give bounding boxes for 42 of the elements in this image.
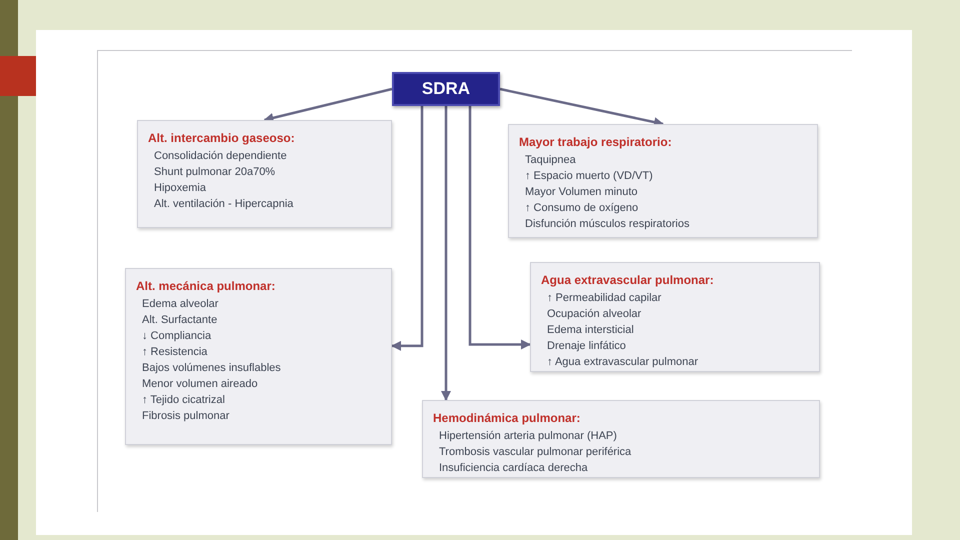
list-item: Edema intersticial (546, 323, 634, 338)
connector-arrow (441, 106, 451, 401)
category-heading: Alt. intercambio gaseoso: (148, 131, 295, 145)
category-heading: Agua extravascular pulmonar: (541, 273, 714, 287)
list-item: Edema alveolar (141, 297, 218, 312)
connector-arrow (264, 88, 392, 123)
category-box (530, 262, 820, 372)
list-item: Hipertensión arteria pulmonar (HAP) (438, 429, 617, 444)
category-box (137, 120, 392, 228)
list-item: Alt. Surfactante (141, 313, 218, 328)
category-box (125, 268, 392, 445)
root-title: SDRA (422, 79, 470, 99)
list-item: Trombosis vascular pulmonar periférica (438, 445, 632, 460)
list-item: Ocupación alveolar (546, 307, 642, 322)
root-box (392, 72, 500, 106)
list-item: Mayor Volumen minuto (524, 185, 638, 200)
category-heading: Alt. mecánica pulmonar: (136, 279, 276, 293)
list-item: Taquipnea (524, 153, 576, 168)
list-item: Insuficiencia cardíaca derecha (438, 461, 588, 476)
list-item: Bajos volúmenes insuflables (141, 361, 281, 376)
list-item: Menor volumen aireado (141, 377, 258, 392)
list-item: ↑ Agua extravascular pulmonar (546, 355, 698, 370)
list-item: Hipoxemia (153, 181, 206, 196)
list-item: ↑ Espacio muerto (VD/VT) (524, 169, 653, 184)
list-item: Drenaje linfático (546, 339, 626, 354)
list-item: ↓ Compliancia (141, 329, 212, 344)
category-heading: Hemodinámica pulmonar: (433, 411, 580, 425)
category-box (422, 400, 820, 478)
list-item: ↑ Permeabilidad capilar (546, 291, 662, 306)
category-heading: Mayor trabajo respiratorio: (519, 135, 672, 149)
connector-arrow (468, 106, 531, 350)
connector-arrow (391, 106, 424, 351)
list-item: ↑ Consumo de oxígeno (524, 201, 638, 216)
category-box (508, 124, 818, 238)
list-item: Shunt pulmonar 20a70% (153, 165, 276, 180)
list-item: Fibrosis pulmonar (141, 409, 230, 424)
list-item: Alt. ventilación - Hipercapnia (153, 197, 294, 212)
connector-arrow (500, 88, 664, 127)
list-item: ↑ Resistencia (141, 345, 208, 360)
list-item: Disfunción músculos respiratorios (524, 217, 690, 232)
list-item: Consolidación dependiente (153, 149, 287, 164)
list-item: ↑ Tejido cicatrizal (141, 393, 225, 408)
